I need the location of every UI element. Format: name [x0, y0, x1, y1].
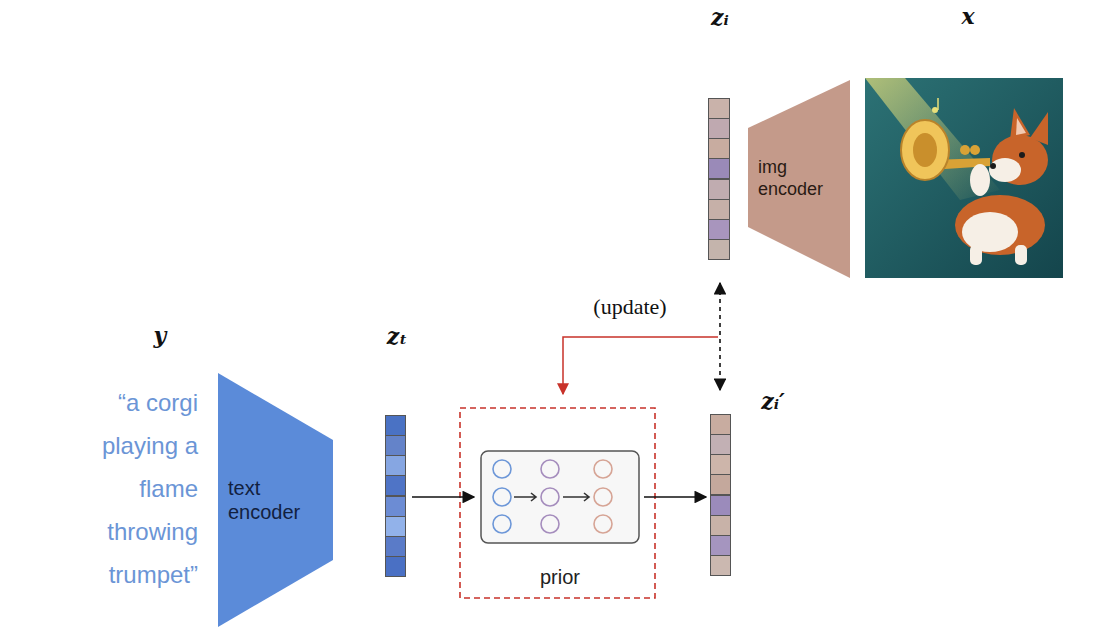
embedding-cell [710, 434, 731, 455]
prior-outline [481, 451, 639, 543]
encoder-shape [218, 373, 333, 627]
image-variable: x [948, 3, 988, 29]
embedding-cell [708, 98, 730, 119]
neuron [594, 460, 612, 478]
embedding-cell [385, 556, 406, 577]
embedding-cell [385, 496, 406, 517]
embedding-cell [385, 435, 406, 456]
connector [412, 496, 474, 498]
embedding-cell [710, 454, 731, 475]
encoder-outline [748, 80, 850, 278]
prior-network [480, 450, 640, 544]
connector [719, 283, 721, 390]
layer-arrow [514, 493, 536, 501]
update-arrow [563, 337, 718, 394]
embedding-cell [708, 199, 730, 220]
embedding-cell [385, 516, 406, 537]
embedding-cell [708, 118, 730, 139]
neuron [493, 460, 511, 478]
input-variable: y [140, 322, 180, 348]
encoder-label: img encoder [758, 157, 844, 200]
update-label: (update) [570, 294, 690, 320]
image-encoder: img encoder [748, 80, 850, 278]
embedding-cell [385, 455, 406, 476]
neuron [541, 460, 559, 478]
embedding-cell [708, 219, 730, 240]
vector-label: zᵢ [700, 4, 740, 30]
vector-label: zₜ [377, 323, 417, 349]
prior-region [460, 408, 655, 598]
embedding-cell [710, 555, 731, 576]
neuron [594, 488, 612, 506]
embedding-cell [708, 239, 730, 260]
prior-label: prior [480, 566, 640, 589]
predicted-image-embedding: zᵢ′ [710, 414, 731, 575]
embedding-cell [708, 138, 730, 159]
vector-label: zᵢ′ [748, 388, 798, 414]
embedding-cell [385, 475, 406, 496]
embedding-cell [710, 474, 731, 495]
neuron [493, 488, 511, 506]
input-caption: “a corgi playing a flame throwing trumpe… [48, 381, 198, 596]
encoder-outline [218, 373, 333, 627]
prior-box: prior [480, 450, 640, 595]
encoder-label: text encoder [228, 476, 328, 524]
layer-arrow [563, 493, 589, 501]
embedding-cell [710, 414, 731, 435]
embedding-cell [385, 536, 406, 557]
embedding-cell [708, 179, 730, 200]
image-embedding: zᵢ [708, 98, 730, 259]
text-embedding: zₜ [385, 415, 406, 576]
neuron [594, 515, 612, 533]
neuron [493, 515, 511, 533]
neuron [541, 515, 559, 533]
corgi-image [865, 78, 1063, 278]
embedding-cell [385, 415, 406, 436]
embedding-cell [708, 158, 730, 179]
neuron [541, 488, 559, 506]
embedding-cell [710, 495, 731, 516]
connector [644, 496, 706, 498]
embedding-cell [710, 515, 731, 536]
text-encoder: text encoder [218, 373, 333, 627]
embedding-cell [710, 535, 731, 556]
